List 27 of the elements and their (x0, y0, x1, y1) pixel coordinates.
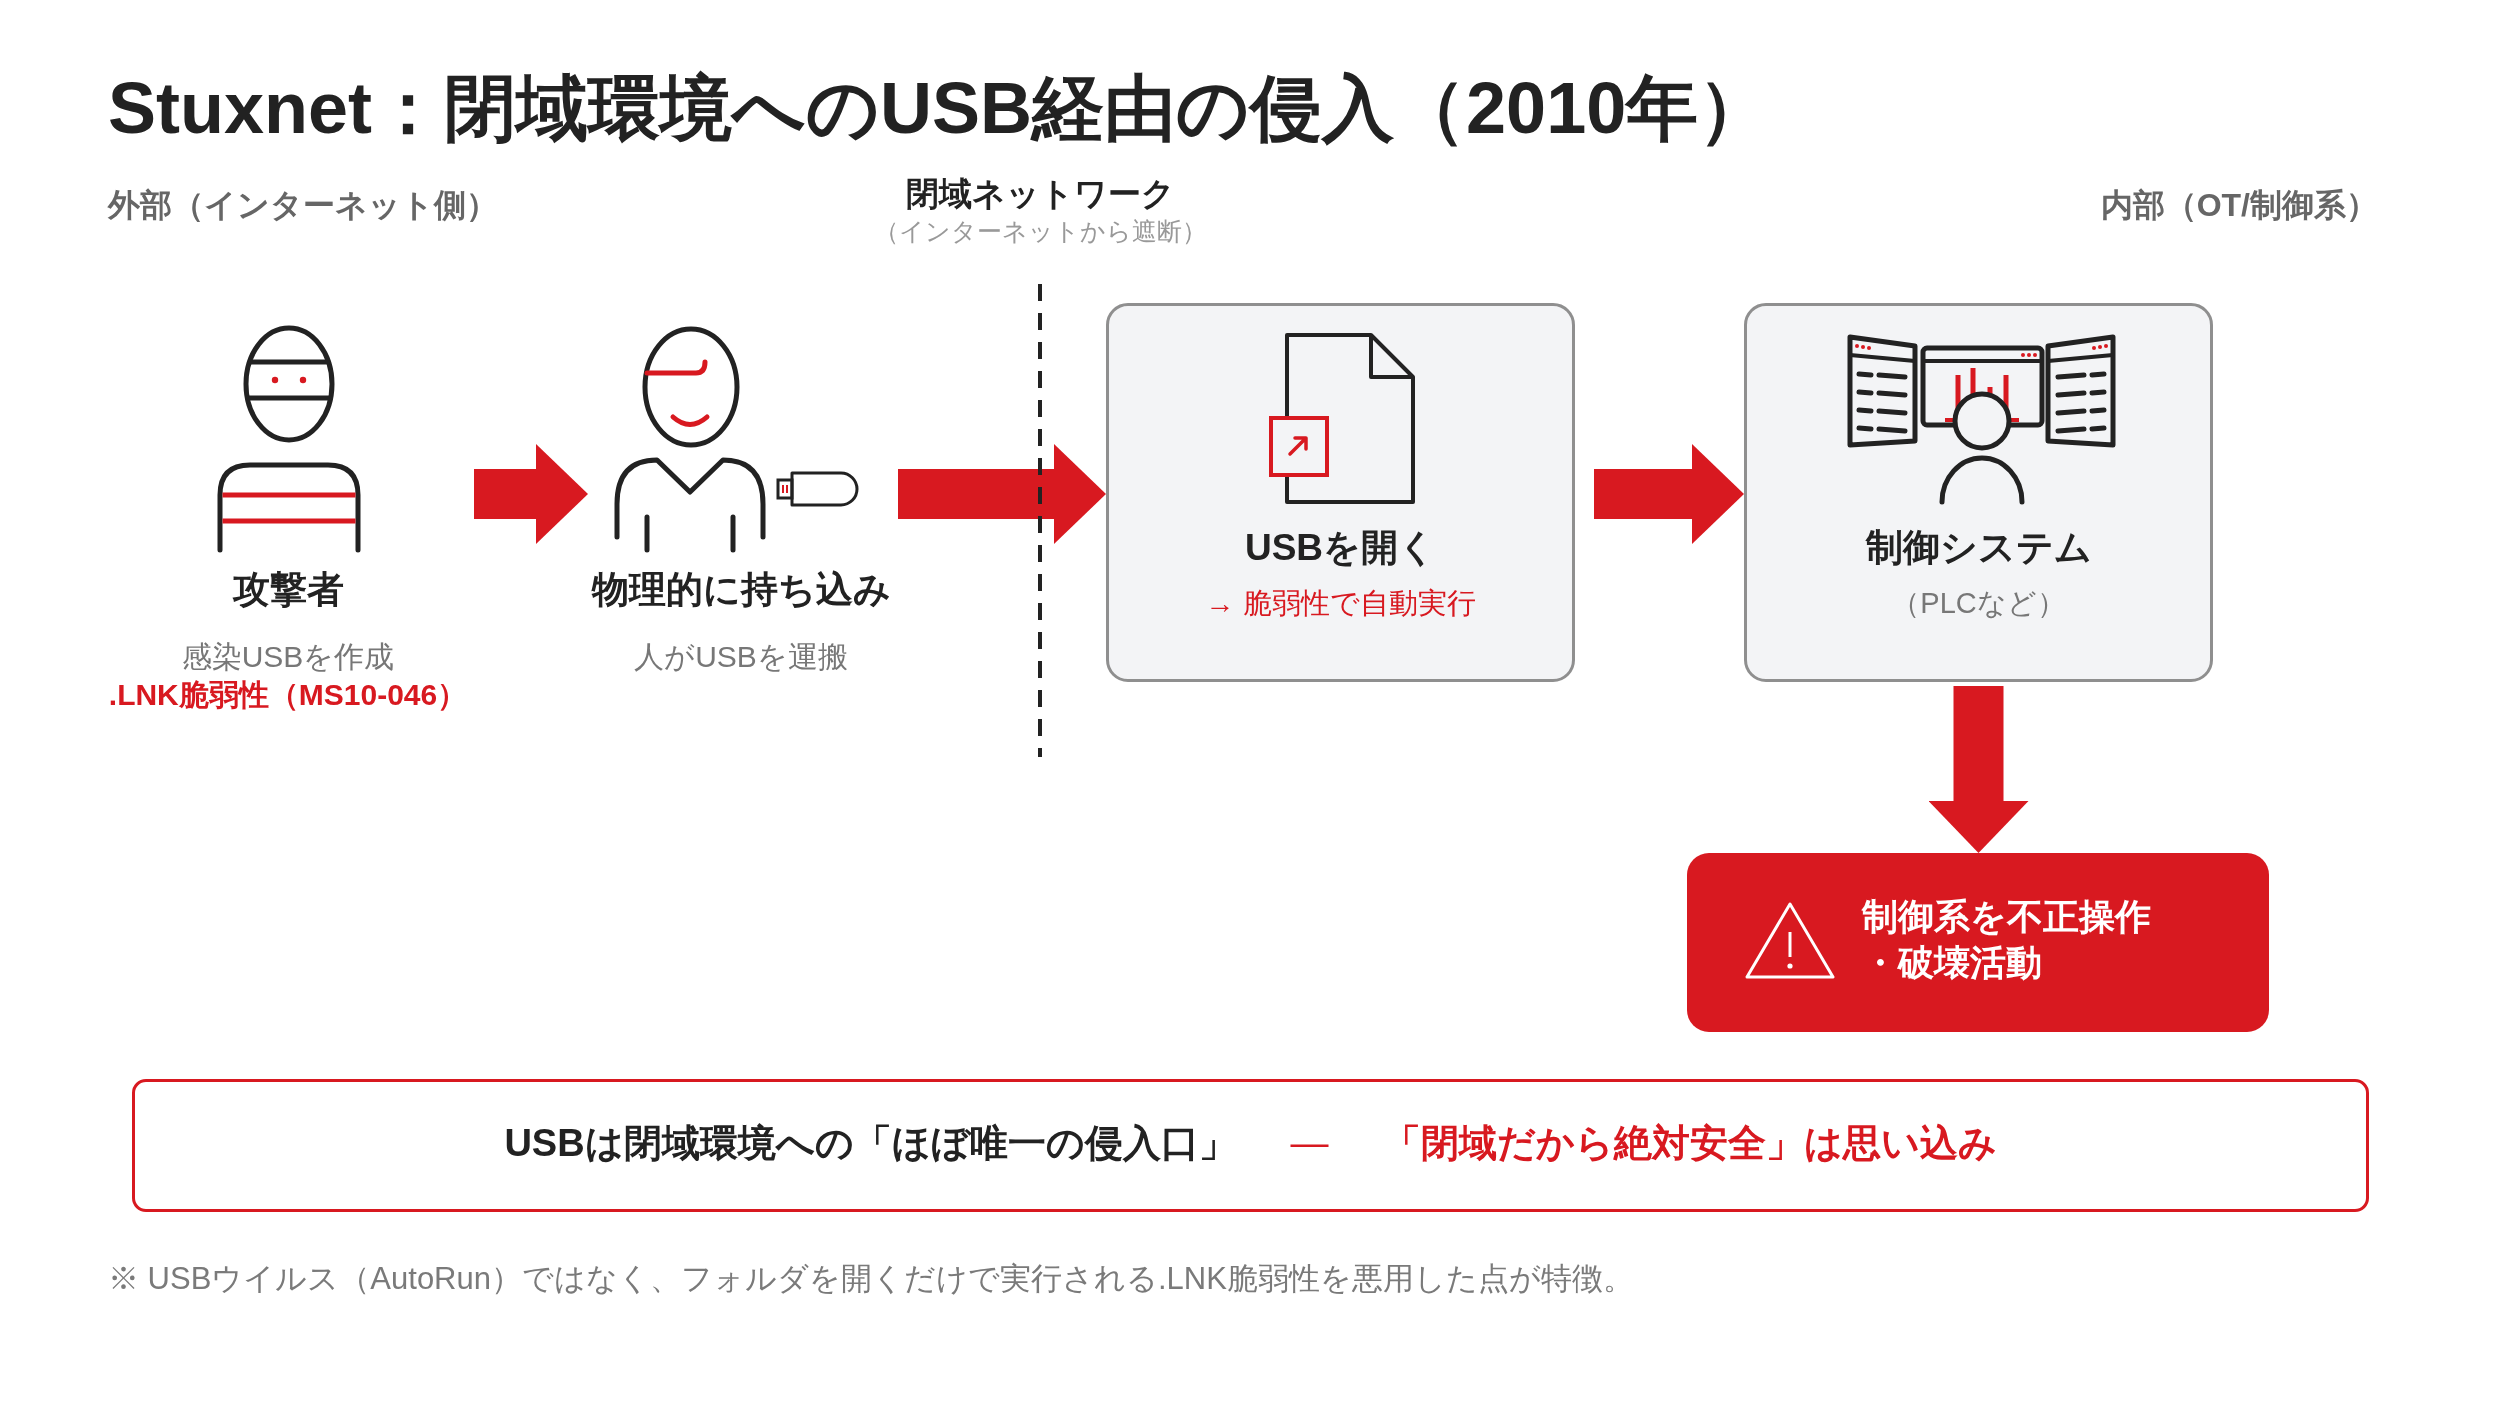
node-caption: 感染USBを作成 (181, 639, 395, 675)
node-subtitle: → 脆弱性で自動実行 (1205, 586, 1476, 621)
node-title: 攻撃者 (232, 568, 344, 612)
node-title: 物理的に持ち込み (591, 568, 891, 612)
process-box (1106, 303, 1575, 682)
node-title: 制御システム (1865, 526, 2092, 570)
footnote: ※ USBウイルス（AutoRun）ではなく、フォルダを開くだけで実行される.LNK脆弱性を悪用した点が特徴。 (108, 1259, 1634, 1298)
alert-box (1687, 853, 2269, 1032)
arrow (898, 444, 1106, 544)
zone-heading: 閉域ネットワーク (905, 173, 1175, 214)
arrow (1928, 686, 2029, 853)
arrow (474, 444, 588, 544)
node-title: USBを開く (1244, 526, 1437, 570)
arrow (1594, 444, 1744, 544)
banner-text: USBは閉域環境への「ほぼ唯一の侵入口」 (504, 1121, 1237, 1166)
node-caption: .LNK脆弱性（MS10-046） (108, 677, 468, 713)
zone-label: 外部（インターネット側） (108, 186, 498, 225)
process-box (1744, 303, 2213, 682)
title: Stuxnet：閉域環境へのUSB経由の侵入（2010年） (108, 67, 1771, 150)
banner-text: 「閉域だから絶対安全」は思い込み (1382, 1121, 1997, 1166)
separator-dash: — (1290, 1121, 1329, 1166)
alert-text: 制御系を不正操作・破壊活動 (1862, 895, 2152, 985)
message-banner (132, 1079, 2369, 1212)
node-subtitle: （PLCなど） (1891, 586, 2066, 621)
zone-subtitle: （インターネットから遮断） (873, 215, 1207, 247)
zone-label: 内部（OT/制御系） (2100, 186, 2378, 225)
node-caption: 人がUSBを運搬 (634, 639, 848, 675)
